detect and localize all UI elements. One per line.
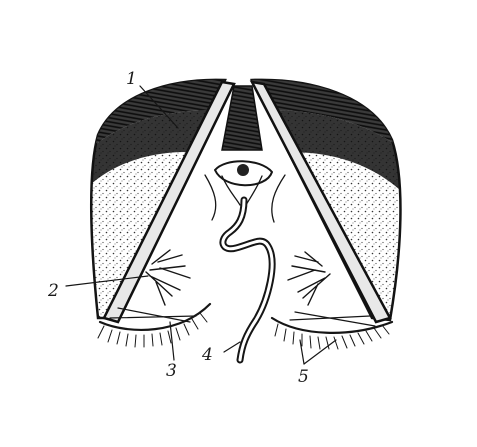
label-1: 1 — [126, 69, 137, 89]
left-tuft — [146, 250, 190, 305]
right-tuft — [288, 252, 330, 305]
label-3: 3 — [166, 361, 177, 381]
leader-5b — [304, 340, 336, 364]
leader-4 — [224, 342, 240, 352]
label-2: 2 — [47, 281, 59, 301]
coiled-tube — [223, 200, 272, 360]
label-5: 5 — [298, 367, 309, 387]
label-4: 4 — [201, 345, 213, 365]
